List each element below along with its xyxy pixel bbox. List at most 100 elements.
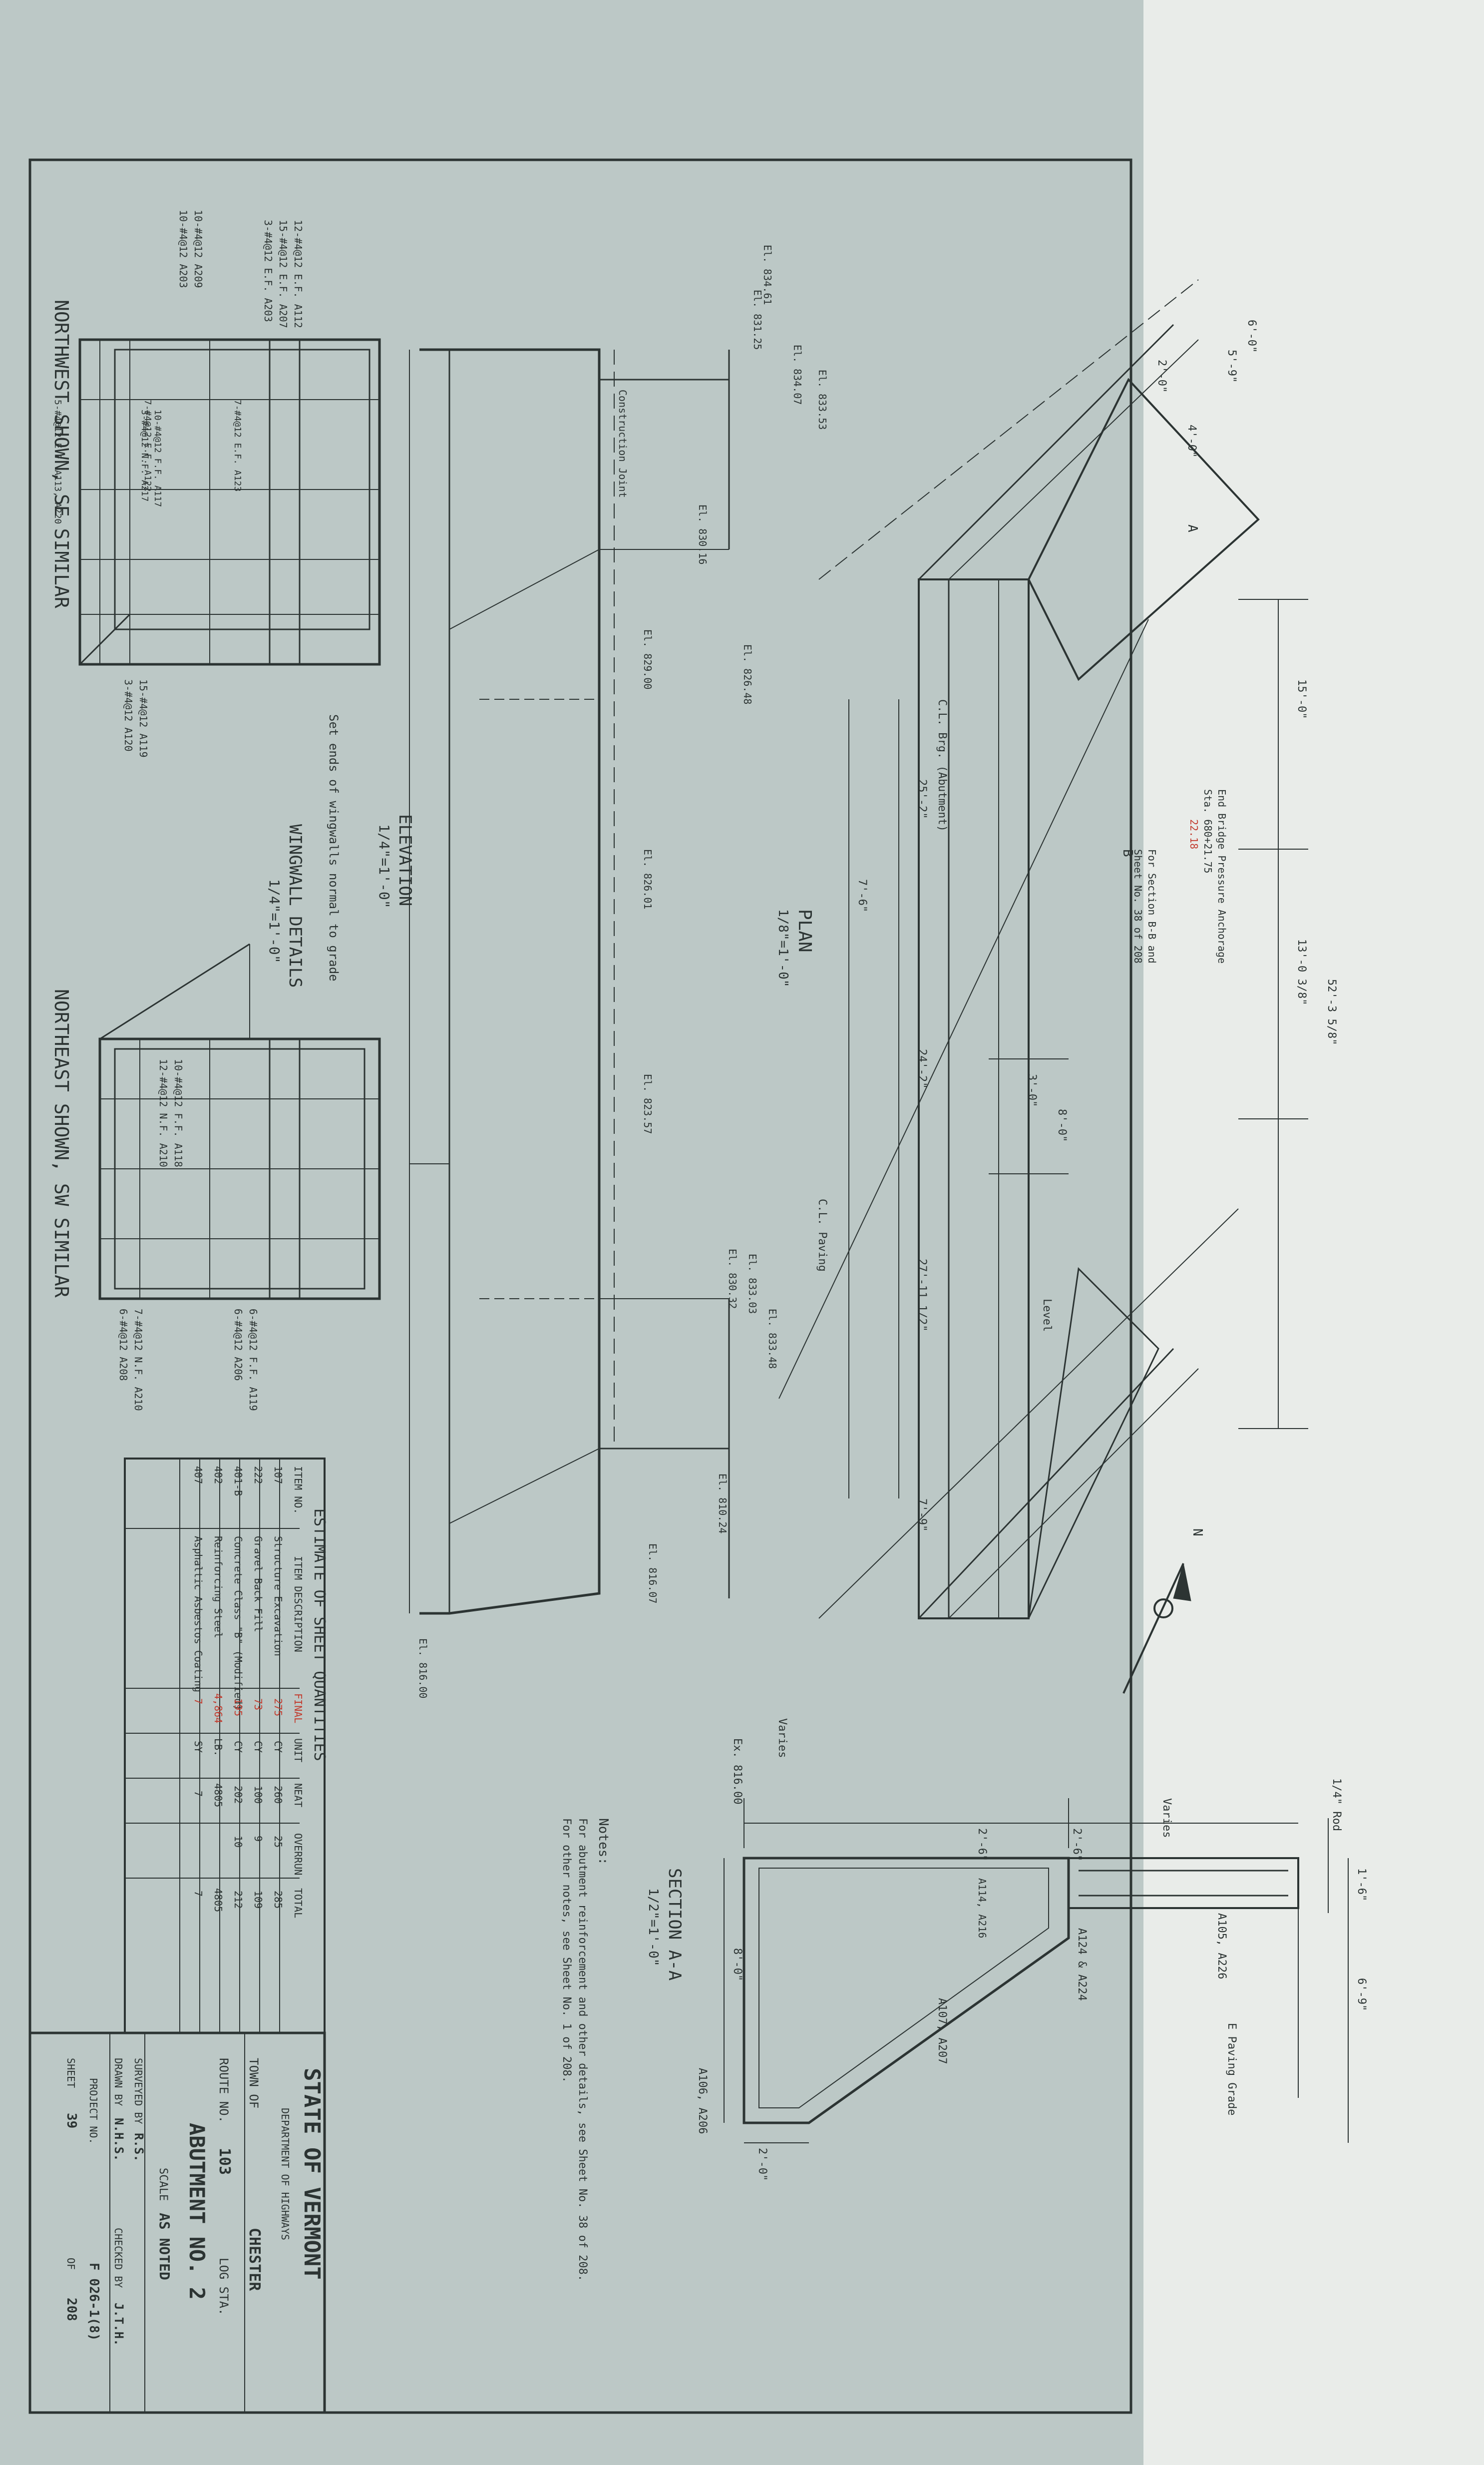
row4-total: 4805 xyxy=(212,1888,224,1912)
row5-neat: 7 xyxy=(192,1791,204,1797)
el-834-61: El. 834.61 xyxy=(761,245,773,305)
section-title: SECTION A-A xyxy=(665,1868,685,1980)
level-label: Level xyxy=(1041,1299,1053,1332)
elevation-view xyxy=(409,348,730,1615)
row2-item: 222 xyxy=(252,1466,264,1484)
section-a106: A106, A206 xyxy=(696,2068,709,2134)
plan-dim-5-9: 5'-9" xyxy=(1225,350,1238,383)
plan-view xyxy=(778,279,1308,1619)
el-826-01: El. 826.01 xyxy=(642,849,654,909)
project-value: F 026-1(8) xyxy=(86,2263,101,2341)
row5-unit: SY xyxy=(192,1741,204,1753)
section-varies-1: Varies xyxy=(776,1718,788,1758)
section-ground-elev: Ex. 816.00 xyxy=(731,1738,743,1804)
title-state: STATE OF VERMONT xyxy=(299,2068,325,2280)
estimate-header-neat: NEAT xyxy=(292,1783,304,1807)
north-arrow-icon xyxy=(1122,1563,1191,1694)
notes-line-1: For abutment reinforcement and other det… xyxy=(576,1818,589,2281)
row4-final: 4,864 xyxy=(212,1693,224,1723)
estimate-header-total: TOTAL xyxy=(292,1888,304,1918)
rebar-r9: 3-#4@12 A120 xyxy=(122,679,134,752)
plan-dim-7-9: 7'-9" xyxy=(916,1498,928,1531)
scale-value: AS NOTED xyxy=(156,2213,173,2280)
paving-centerline-label: C.L. Paving xyxy=(816,1199,828,1272)
centerline-label: C.L. Brg. (Abutment) xyxy=(936,699,948,832)
town-value: CHESTER xyxy=(246,2228,263,2291)
el-816-07: El. 816.07 xyxy=(647,1543,659,1603)
el-810-24: El. 810.24 xyxy=(717,1474,729,1533)
row2-final: 73 xyxy=(252,1698,264,1710)
plan-dim-52: 52'-3 5/8" xyxy=(1325,979,1338,1045)
section-a105: A105, A226 xyxy=(1215,1913,1228,1979)
section-a-a-view xyxy=(724,1798,1349,2143)
row4-item: 402 xyxy=(212,1466,224,1484)
rebar-r8: 15-#4@12 A119 xyxy=(137,679,149,758)
elevation-scale: 1/4"=1'-0" xyxy=(376,824,392,909)
plan-dim-13-0: 13'-0 3/8" xyxy=(1295,939,1308,1005)
section-a107: A107, A207 xyxy=(936,1998,948,2064)
bridge-seat-station: Sta. 680+21.75 xyxy=(1202,789,1214,874)
plan-dim-7-6: 7'-6" xyxy=(856,879,868,912)
el-829-00: El. 829.00 xyxy=(642,629,654,689)
row2-neat: 100 xyxy=(252,1786,264,1804)
plan-dim-8-0: 8'-0" xyxy=(1056,1109,1068,1142)
el-833-48: El. 833.48 xyxy=(766,1309,778,1369)
row1-overrun: 25 xyxy=(272,1836,284,1848)
row4-neat: 4805 xyxy=(212,1783,224,1807)
section-a124: A124 & A224 xyxy=(1076,1928,1088,2001)
sheet-border xyxy=(28,158,1132,2414)
northwest-title: NORTHWEST SHOWN, SE SIMILAR xyxy=(50,300,72,608)
section-varies-2: Varies xyxy=(1160,1798,1173,1838)
estimate-header-final: FINAL xyxy=(292,1693,304,1723)
rebar-r1: 7-#4@12 E.F. A123 xyxy=(232,400,243,492)
notes-heading: Notes: xyxy=(596,1818,611,1865)
section-dim-2-0: 2'-0" xyxy=(756,2148,768,2181)
plan-dim-4-0: 4'-0" xyxy=(1185,425,1198,458)
rebar-r10: 6-#4@12 F.F. A119 xyxy=(247,1309,259,1411)
rebar-r7: 12-#4@12 N.F. A210 xyxy=(157,1059,169,1167)
rebar-r5: 3-#4@12 N.F. A217 xyxy=(139,410,150,501)
red-stamp: 22.18 xyxy=(1188,819,1200,849)
row3-unit: CY xyxy=(232,1741,244,1753)
row2-desc: Gravel Back Fill xyxy=(252,1536,264,1632)
see-sheet-label: For Section B-B and xyxy=(1146,849,1158,964)
section-rail: 1/4" Rod xyxy=(1330,1778,1343,1831)
el-816-00: El. 816.00 xyxy=(417,1638,429,1698)
section-scale: 1/2"=1'-0" xyxy=(646,1888,661,1967)
sheet-total: 208 xyxy=(64,2298,79,2321)
estimate-header-item: ITEM NO. xyxy=(292,1466,304,1514)
estimate-header-description: ITEM DESCRIPTION xyxy=(292,1556,304,1652)
row3-item: 401-B xyxy=(232,1466,244,1496)
construction-joint-label: Construction Joint xyxy=(617,390,629,498)
section-b-marker: B xyxy=(1120,849,1135,857)
row3-neat: 202 xyxy=(232,1786,244,1804)
checked-value: J.T.H. xyxy=(112,2303,126,2346)
row1-desc: Structure Excavation xyxy=(272,1536,284,1656)
el-830-16: El. 830.16 xyxy=(697,504,709,564)
wingwall-note: Set ends of wingwalls normal to grade xyxy=(327,714,341,982)
section-paving: E Paving Grade xyxy=(1225,2023,1238,2115)
elevation-title: ELEVATION xyxy=(395,814,415,906)
section-dim-6-9: 6'-9" xyxy=(1355,1978,1368,2011)
surveyed-label: SURVEYED BY xyxy=(132,2058,144,2124)
title-department: DEPARTMENT OF HIGHWAYS xyxy=(279,2108,291,2240)
drawn-label: DRAWN BY xyxy=(112,2058,124,2106)
estimate-header-unit: UNIT xyxy=(292,1738,304,1762)
sheet-label: SHEET xyxy=(65,2058,77,2088)
rebar-r14: 7-#4@12 N.F. A210 xyxy=(132,1309,144,1411)
row3-desc: Concrete Class "B" (Modified) xyxy=(232,1536,244,1710)
sheet-of-label: OF xyxy=(65,2258,77,2270)
el-830-32: El. 830.32 xyxy=(727,1249,739,1309)
plan-dim-27-11: 27'-11 1/2" xyxy=(916,1259,928,1332)
el-833-03: El. 833.03 xyxy=(746,1254,758,1314)
row3-final: 195 xyxy=(232,1698,244,1716)
rebar-r18: 6-#4@12 A208 xyxy=(117,1309,129,1381)
estimate-table: ESTIMATE OF SHEET QUANTITIES ITEM NO. IT… xyxy=(124,1458,328,2034)
rebar-r11: 6-#4@12 A206 xyxy=(232,1309,244,1381)
row5-item: 407 xyxy=(192,1466,204,1484)
bridge-seat-label: End Bridge Pressure Anchorage xyxy=(1216,789,1228,964)
plan-dim-6-0: 6'-0" xyxy=(1245,320,1258,353)
section-dim-8-0: 8'-0" xyxy=(731,1948,743,1981)
row5-desc: Asphaltic Asbestos Coating xyxy=(192,1536,204,1692)
section-dim-1-6: 1'-6" xyxy=(1355,1868,1368,1901)
